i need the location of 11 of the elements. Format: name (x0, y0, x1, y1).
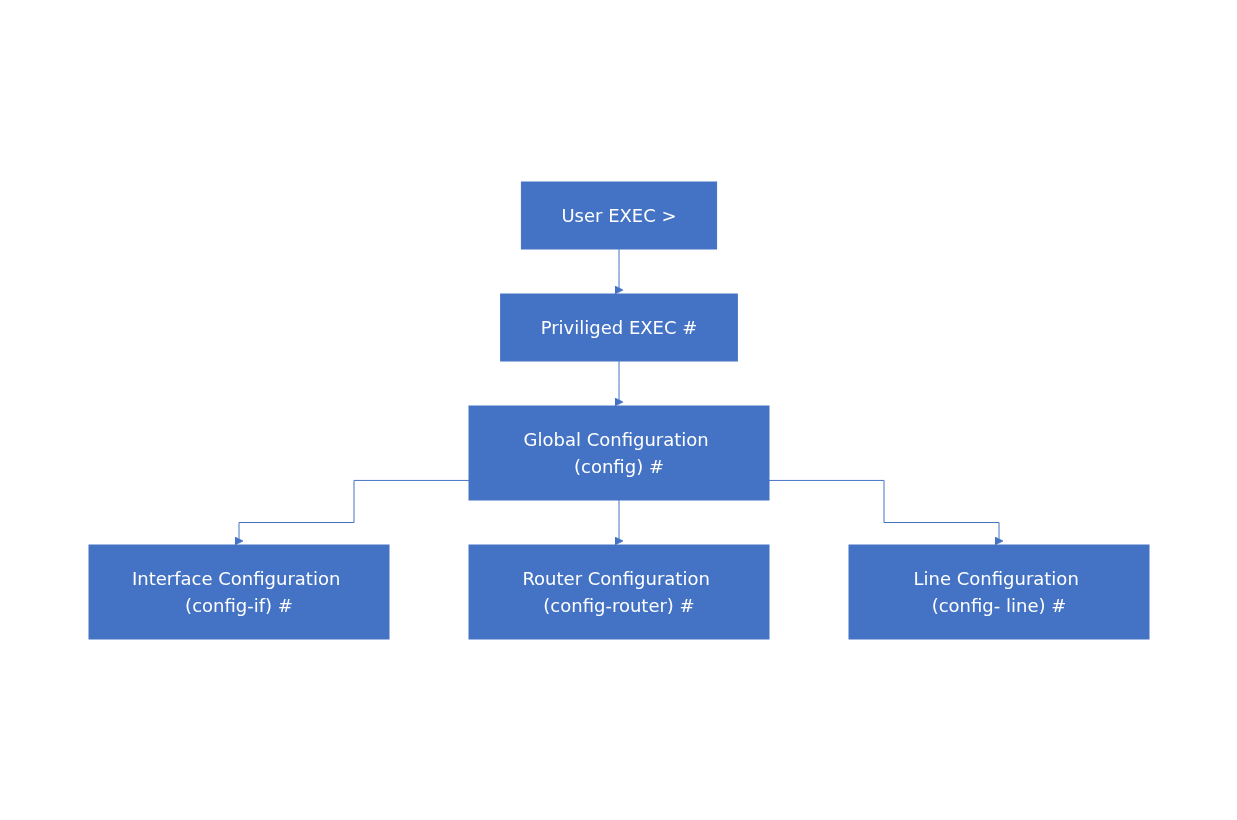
node-box: Priviliged EXEC # (499, 293, 738, 361)
node-box: Global Configuration (config) # (468, 405, 769, 500)
node-box: Interface Configuration (config-if) # (88, 544, 389, 639)
arrow (768, 479, 1003, 545)
node-box: Line Configuration (config- line) # (848, 544, 1149, 639)
arrow (614, 360, 623, 406)
arrow (614, 499, 623, 545)
node-box: Router Configuration (config-router) # (468, 544, 769, 639)
arrow (234, 479, 469, 545)
arrow (614, 248, 623, 294)
node-box: User EXEC > (520, 181, 717, 249)
